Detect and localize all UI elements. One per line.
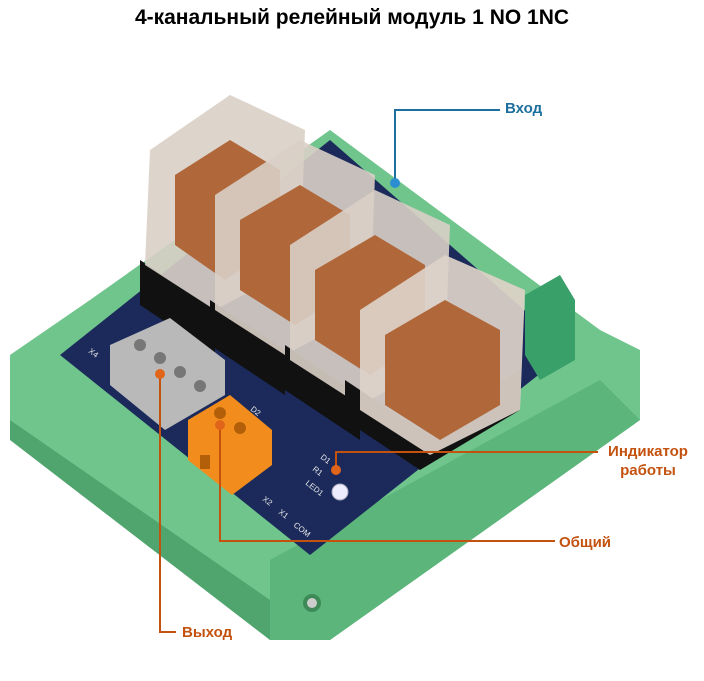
callout-dot-common — [215, 420, 225, 430]
callout-indicator-line1: Индикатор — [608, 443, 688, 460]
callout-dot-output — [155, 369, 165, 379]
callout-input: Вход — [505, 100, 543, 117]
callout-dot-input — [390, 178, 400, 188]
page-title: 4-канальный релейный модуль 1 NO 1NC — [134, 6, 570, 29]
callout-line-indicator — [335, 451, 598, 470]
callout-indicator: Индикатор работы — [596, 442, 700, 480]
callout-indicator-line2: работы — [620, 462, 676, 479]
callout-common: Общий — [559, 534, 612, 551]
led-indicator — [331, 483, 349, 501]
relay — [345, 255, 525, 470]
callout-line-input — [394, 109, 500, 183]
callout-line-output — [159, 374, 176, 633]
callout-output: Выход — [182, 624, 233, 641]
callout-dot-indicator — [331, 465, 341, 475]
orange-terminal-block — [188, 395, 272, 495]
green-terminal-block — [525, 275, 575, 380]
callout-line-common — [219, 425, 555, 542]
